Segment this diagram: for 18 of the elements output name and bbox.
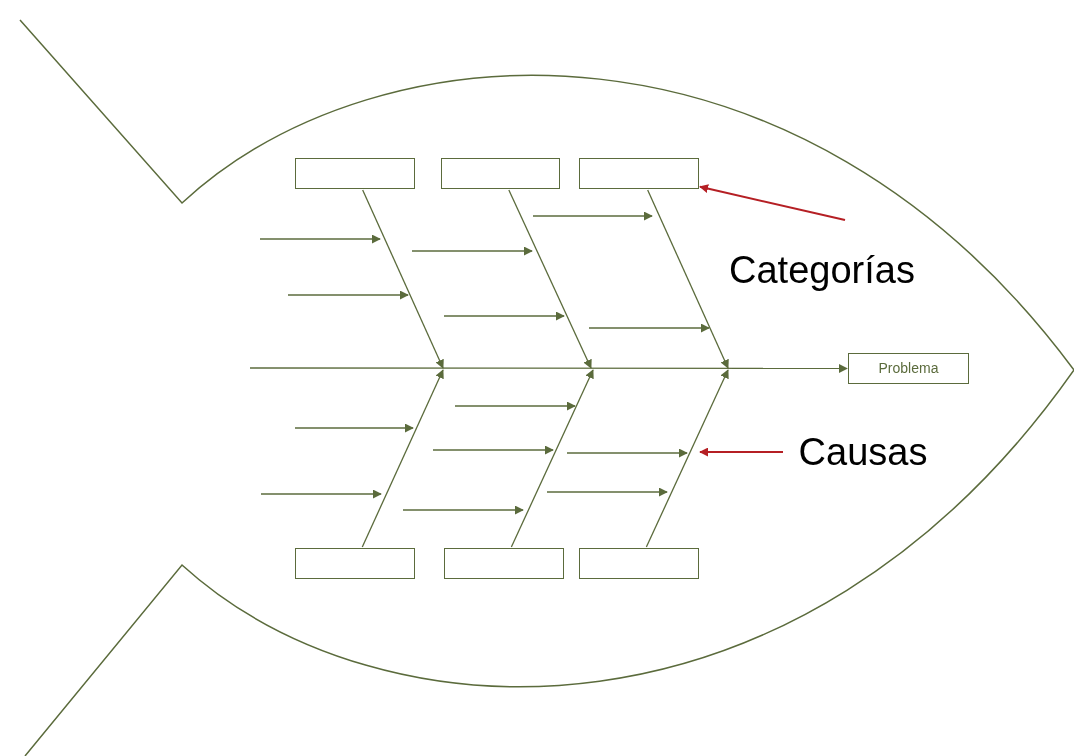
problem-box: Problema: [848, 353, 969, 384]
callout-text: Causas: [793, 428, 933, 476]
arrow: [361, 369, 444, 548]
arrow: [647, 189, 729, 369]
leader-arrow: [699, 184, 846, 221]
arrow: [510, 369, 594, 548]
arrow: [645, 369, 729, 548]
leader-arrow: [699, 447, 784, 457]
category-box: [441, 158, 560, 189]
arrow: [508, 189, 592, 369]
category-box: [295, 548, 415, 579]
arrow: [249, 363, 848, 373]
category-box: [579, 548, 699, 579]
arrow: [362, 189, 444, 369]
category-box: [579, 158, 699, 189]
category-box: [295, 158, 415, 189]
category-box: [444, 548, 564, 579]
callout-text: Categorías: [716, 246, 928, 294]
